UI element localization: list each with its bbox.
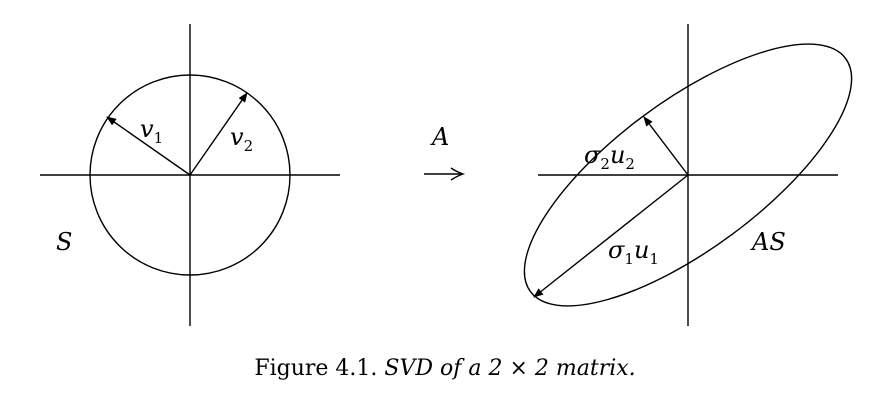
image-ellipse — [523, 43, 853, 307]
sigma2-u2-label: σ2u2 — [584, 141, 635, 173]
sigma1-u1-label: σ1u1 — [608, 236, 659, 268]
v2-label: v2 — [230, 123, 253, 155]
right-panel: σ2u2 σ1u1 AS — [523, 24, 853, 326]
v1-label: v1 — [140, 115, 163, 147]
unit-circle — [89, 74, 291, 276]
transform-label: A — [430, 123, 449, 151]
transform-arrow: A — [424, 123, 466, 181]
figure-caption: Figure 4.1. SVD of a 2 × 2 matrix. — [0, 356, 890, 381]
left-panel: v1 v2 S — [40, 24, 340, 326]
caption-prefix: Figure 4.1. — [254, 356, 378, 381]
set-as-label: AS — [750, 228, 786, 256]
transform-arrow-head — [450, 167, 466, 181]
vector-v1-arrow — [106, 116, 191, 176]
caption-title: SVD of a 2 × 2 matrix. — [384, 356, 636, 381]
set-s-label: S — [56, 228, 72, 256]
vector-sigma1-u1-arrow — [533, 174, 689, 298]
vector-v2-arrow — [189, 92, 248, 176]
svd-diagram: v1 v2 S A σ2u2 σ1u1 AS — [40, 24, 853, 326]
vector-sigma2-u2-arrow — [643, 116, 689, 176]
